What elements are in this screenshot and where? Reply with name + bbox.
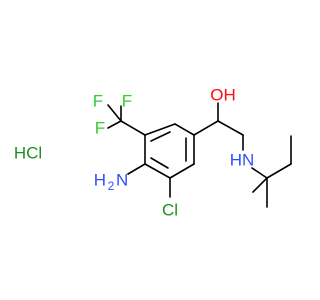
amino-hydrogen-label: H	[94, 171, 106, 190]
ring-bond	[144, 163, 171, 179]
chemical-structure: F F F OH HN H 2 N Cl HCl	[14, 86, 292, 220]
nh-to-quaternary-bond	[251, 167, 268, 179]
ring-double-bond	[150, 157, 169, 169]
aryl-to-carbinol-bond	[193, 120, 219, 136]
amino-group-label: H 2 N	[94, 171, 129, 194]
carbinol-to-ch2-bond	[217, 120, 244, 136]
aryl-to-amino-bond	[127, 163, 146, 175]
cf3-to-f-left-bond	[107, 120, 122, 129]
structure-canvas: F F F OH HN H 2 N Cl HCl	[13, 85, 292, 220]
chlorine-atom-label: Cl	[162, 201, 178, 220]
ring-double-bond	[150, 131, 171, 142]
cf3-to-f-diagonal-bond	[107, 104, 122, 122]
ring-bond	[169, 163, 195, 179]
amino-nitrogen-label: N	[116, 171, 128, 190]
hydroxyl-label: OH	[210, 86, 236, 105]
fluorine-atom-label: F	[93, 92, 103, 111]
ring-bond	[144, 123, 176, 136]
ring-bond	[174, 123, 195, 136]
fluorine-atom-label: F	[95, 119, 105, 138]
benzene-ring	[144, 123, 195, 179]
amino-subscript-label: 2	[108, 179, 115, 193]
hydrochloride-label: HCl	[14, 144, 42, 163]
fluorine-atom-label: F	[122, 92, 132, 111]
quaternary-to-ch2-bond	[266, 163, 292, 179]
secondary-amine-label: HN	[230, 151, 255, 170]
quaternary-methyl-bond-2	[252, 177, 268, 193]
aryl-to-cf3-bond	[120, 120, 146, 136]
